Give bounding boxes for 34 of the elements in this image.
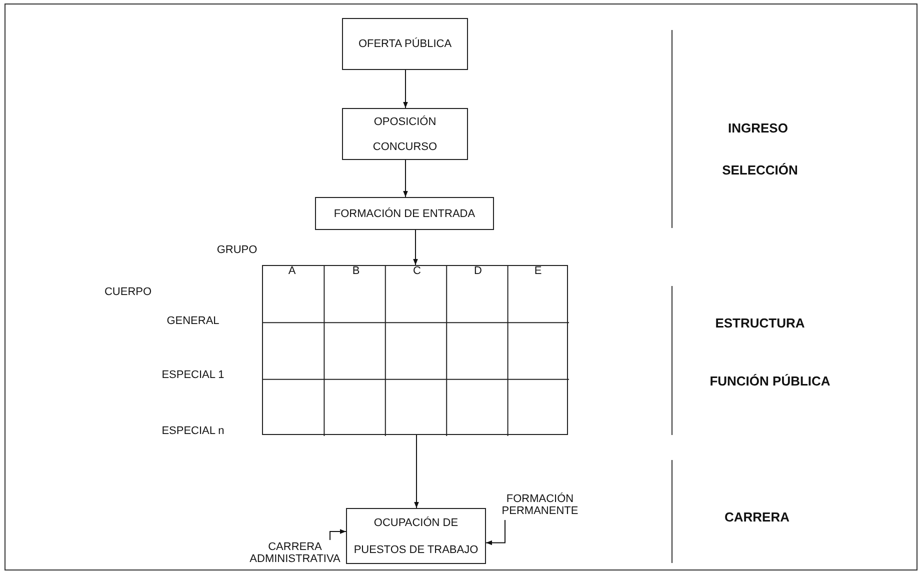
row-label: ESPECIAL n xyxy=(162,425,224,437)
stage-label: ESTRUCTURA xyxy=(715,316,805,330)
column-label: A xyxy=(288,265,296,277)
box-text: OPOSICIÓN xyxy=(374,116,436,128)
stage-label: CARRERA xyxy=(724,510,790,524)
side-note: CARRERA ADMINISTRATIVA xyxy=(240,540,350,566)
row-label: ESPECIAL 1 xyxy=(162,369,224,381)
process-box xyxy=(315,197,494,230)
process-box xyxy=(342,18,468,70)
arrow xyxy=(403,70,408,108)
stage-label: INGRESO xyxy=(728,120,788,136)
box-text: OFERTA PÚBLICA xyxy=(358,38,452,50)
box-text: OCUPACIÓN DE xyxy=(374,516,458,528)
stage-label: FUNCIÓN PÚBLICA xyxy=(710,374,830,388)
arrow xyxy=(330,529,346,540)
column-label: D xyxy=(474,265,482,277)
box-text: FORMACIÓN DE ENTRADA xyxy=(334,208,476,220)
column-label: C xyxy=(413,265,421,277)
box-text: PUESTOS DE TRABAJO xyxy=(354,544,478,556)
arrow xyxy=(414,434,419,508)
grid-table xyxy=(262,265,568,435)
stage-label: SELECCIÓN xyxy=(722,162,798,178)
side-note: FORMACIÓN PERMANENTE xyxy=(490,490,590,520)
process-box xyxy=(342,108,468,160)
arrow xyxy=(413,230,418,266)
column-label: B xyxy=(352,265,360,277)
column-label: E xyxy=(534,265,542,277)
axis-label: GRUPO xyxy=(216,244,258,256)
process-box xyxy=(346,508,486,564)
axis-label: CUERPO xyxy=(104,286,152,298)
box-text: CONCURSO xyxy=(372,140,438,152)
arrow xyxy=(403,160,408,198)
row-label: GENERAL xyxy=(166,315,220,327)
arrow xyxy=(486,520,506,546)
